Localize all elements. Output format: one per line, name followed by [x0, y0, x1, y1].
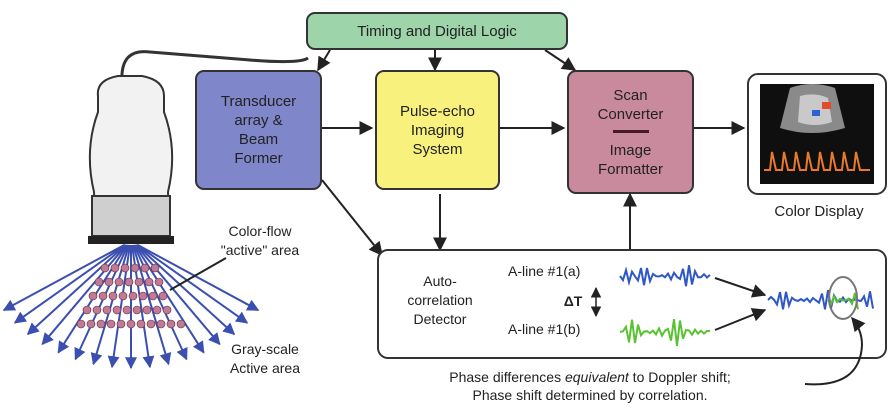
timing-logic-label: Timing and Digital Logic	[357, 22, 517, 40]
aline-b-label: A-line #1(b)	[508, 321, 581, 337]
color-flow-dot	[126, 319, 136, 329]
color-flow-dot	[156, 319, 166, 329]
color-flow-dot	[88, 291, 98, 301]
wave-correlated-overlap	[827, 292, 859, 310]
arrow-timing-to-transducer	[317, 49, 331, 72]
color-flow-dot	[96, 319, 106, 329]
display-doppler-trace	[764, 151, 870, 171]
color-flow-dot	[106, 319, 116, 329]
color-flow-dot	[140, 263, 150, 273]
color-flow-dot	[144, 277, 154, 287]
color-flow-dot	[162, 305, 172, 315]
color-flow-dot	[152, 305, 162, 315]
scan-converter-box: Scan Converter Image Formatter	[567, 70, 694, 194]
color-flow-dot	[100, 263, 110, 273]
color-flow-dot	[108, 291, 118, 301]
probe-face	[88, 236, 174, 244]
color-flow-dot	[110, 263, 120, 273]
pulse-echo-box: Pulse-echo Imaging System	[375, 70, 500, 190]
wave-a-line-a	[619, 265, 711, 287]
beam-line	[133, 244, 188, 361]
probe-cable	[120, 50, 309, 83]
color-flow-dot	[104, 277, 114, 287]
detector-label: Auto-correlation Detector	[407, 273, 473, 327]
aline-a-label: A-line #1(a)	[508, 263, 581, 279]
caption-pointer	[804, 316, 866, 386]
beam-line	[41, 244, 128, 346]
color-flow-dots	[76, 263, 186, 329]
color-flow-dot	[98, 291, 108, 301]
color-flow-dot	[134, 277, 144, 287]
gray-scale-label: Gray-scale Active area	[229, 341, 301, 376]
transducer-box: Transducer array & Beam Former	[195, 70, 322, 190]
scan-converter-divider	[612, 129, 649, 133]
color-flow-dot	[124, 277, 134, 287]
color-flow-dot	[128, 291, 138, 301]
color-flow-dot	[132, 305, 142, 315]
color-flow-dot	[130, 263, 140, 273]
color-flow-dot	[114, 277, 124, 287]
timing-logic-box: Timing and Digital Logic	[306, 12, 568, 50]
color-flow-dot	[154, 277, 164, 287]
image-formatter-label: Image Formatter	[597, 141, 663, 178]
caption-line-1-start: Phase differences	[449, 369, 565, 385]
color-flow-dot	[76, 319, 86, 329]
caption-line-1: Phase differences equivalent to Doppler …	[380, 368, 800, 387]
color-flow-dot	[120, 263, 130, 273]
arrow-wave-a-to-result	[714, 277, 767, 298]
wave-b-line-b	[619, 319, 711, 347]
caption-line-2: Phase shift determined by correlation.	[472, 387, 708, 403]
probe-head	[91, 195, 171, 237]
color-flow-dot	[118, 291, 128, 301]
beam-line	[74, 244, 129, 361]
color-flow-dot	[82, 305, 92, 315]
color-flow-dot	[102, 305, 112, 315]
caption-line-1-end: to Doppler shift;	[628, 369, 731, 385]
color-flow-dot	[158, 291, 168, 301]
phase-shift-highlight	[828, 276, 858, 320]
arrow-transducer-to-detector	[321, 179, 383, 257]
beam-line	[137, 244, 260, 312]
arrow-timing-to-scan-converter	[544, 49, 577, 71]
color-flow-dot	[92, 305, 102, 315]
color-flow-dot	[142, 305, 152, 315]
caption-emphasis: equivalent	[564, 369, 629, 385]
scan-converter-label: Scan Converter	[597, 86, 664, 123]
color-flow-dot	[148, 291, 158, 301]
delta-t-label: ΔT	[563, 293, 583, 309]
beam-line	[132, 244, 172, 366]
color-flow-dot	[116, 319, 126, 329]
transducer-label: Transducer array & Beam Former	[220, 93, 297, 167]
color-flow-dot	[94, 277, 104, 287]
color-flow-pointer	[169, 257, 227, 291]
color-flow-dot	[146, 319, 156, 329]
beam-line	[13, 244, 126, 324]
pulse-echo-label: Pulse-echo Imaging System	[399, 102, 476, 158]
beam-line	[2, 244, 125, 312]
color-flow-dot	[136, 319, 146, 329]
color-flow-dot	[176, 319, 186, 329]
beam-line	[26, 244, 127, 336]
color-flow-dot	[138, 291, 148, 301]
detector-box	[377, 249, 887, 359]
color-flow-dot	[86, 319, 96, 329]
beam-line	[136, 244, 249, 324]
beam-line	[134, 244, 221, 346]
color-flow-dot	[112, 305, 122, 315]
color-flow-dot	[122, 305, 132, 315]
color-flow-dot	[150, 263, 160, 273]
beam-line	[134, 244, 205, 354]
arrow-wave-b-to-result	[714, 308, 767, 331]
color-flow-label: Color-flow "active" area	[220, 223, 300, 258]
beam-line	[135, 244, 236, 336]
color-flow-dot	[166, 319, 176, 329]
display-label: Color Display	[774, 203, 864, 220]
